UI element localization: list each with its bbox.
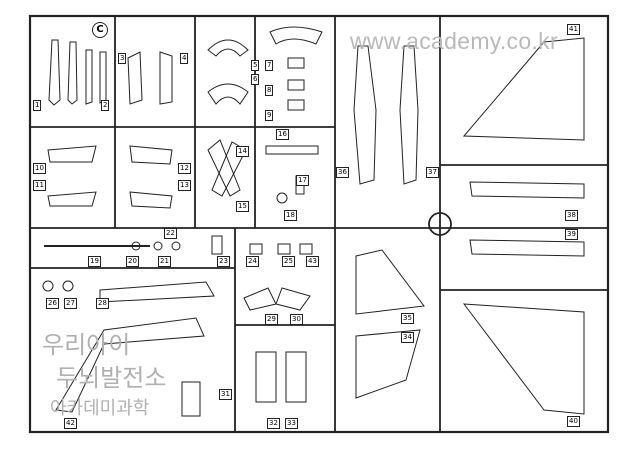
part-28 — [99, 281, 215, 303]
part-number-label: 9 — [265, 110, 274, 121]
part-number-label: 12 — [178, 163, 191, 174]
part-12 — [129, 145, 173, 165]
part-number-label: 33 — [285, 418, 298, 429]
part-31 — [181, 381, 201, 417]
part-42 — [55, 317, 205, 413]
part-number-label: 37 — [426, 167, 439, 178]
part-number-label: 8 — [265, 85, 274, 96]
sheet-letter: C — [92, 22, 108, 38]
part-number-label: 25 — [282, 256, 295, 267]
part-30 — [275, 287, 311, 311]
part-40 — [462, 303, 585, 415]
part-14 — [207, 139, 241, 197]
part-39 — [469, 239, 585, 257]
part-number-label: 40 — [567, 416, 580, 427]
part-34 — [355, 329, 421, 399]
part-number-label: 11 — [33, 180, 46, 191]
part-25 — [277, 243, 291, 255]
part-21 — [153, 241, 163, 251]
part-number-label: 2 — [101, 100, 110, 111]
watermark-korean: 아카데미과학 — [50, 398, 150, 419]
part-number-label: 10 — [33, 163, 46, 174]
part-number-label: 20 — [126, 256, 139, 267]
part-number-label: 39 — [565, 229, 578, 240]
part-38 — [469, 181, 585, 199]
part-11 — [47, 191, 97, 207]
part-16 — [265, 145, 319, 155]
part-number-label: 26 — [46, 298, 59, 309]
part-number-label: 13 — [178, 180, 191, 191]
part-5 — [207, 39, 249, 57]
part-number-label: 35 — [401, 313, 414, 324]
part-1 — [48, 39, 61, 106]
part-24 — [249, 243, 263, 255]
part-number-label: 38 — [565, 210, 578, 221]
part-number-label: 15 — [236, 201, 249, 212]
part-number-label: 30 — [290, 314, 303, 325]
part-23 — [211, 235, 223, 255]
part-number-label: 29 — [265, 314, 278, 325]
part-32 — [255, 351, 277, 403]
part-number-label: 28 — [96, 298, 109, 309]
part-number-label: 18 — [284, 210, 297, 221]
part-29 — [243, 287, 277, 311]
part-15 — [211, 141, 247, 197]
part-number-label: 24 — [246, 256, 259, 267]
part-35 — [355, 249, 425, 315]
part-22 — [171, 241, 181, 251]
part-number-label: 43 — [306, 256, 319, 267]
part-number-label: 7 — [265, 60, 274, 71]
part-number-label: 22 — [164, 228, 177, 239]
part-number-label: 1 — [33, 100, 42, 111]
part-number-label: 23 — [217, 256, 230, 267]
part-number-label: 34 — [401, 332, 414, 343]
part-20 — [131, 241, 141, 251]
part-13 — [129, 191, 173, 209]
part-33 — [285, 351, 307, 403]
part-number-label: 19 — [88, 256, 101, 267]
part-7 — [287, 57, 305, 69]
part-6 — [207, 83, 249, 105]
part-36 — [353, 45, 377, 185]
part-number-label: 42 — [64, 418, 77, 429]
part-27 — [62, 280, 74, 292]
part-number-label: 16 — [276, 129, 289, 140]
part-41 — [462, 37, 585, 141]
part-1 — [67, 41, 78, 105]
part-8 — [287, 79, 305, 91]
watermark-korean: 우리아이 — [42, 331, 131, 359]
part-37 — [399, 45, 419, 185]
part-26 — [42, 280, 54, 292]
part-number-label: 5 — [251, 60, 260, 71]
part-number-label: 41 — [567, 24, 580, 35]
part-number-label: 27 — [64, 298, 77, 309]
sprue-frame — [28, 14, 610, 434]
watermark-url: www.academy.co.kr — [350, 28, 558, 54]
part-4 — [159, 51, 173, 105]
part-number-label: 4 — [180, 53, 189, 64]
part-number-label: 6 — [251, 74, 260, 85]
sprue-ring — [428, 212, 452, 236]
part-number-label: 14 — [236, 146, 249, 157]
part-number-label: 32 — [267, 418, 280, 429]
part-number-label: 17 — [296, 175, 309, 186]
part-9 — [287, 99, 305, 111]
part-number-label: 36 — [336, 167, 349, 178]
part-18 — [276, 192, 288, 204]
part-43 — [299, 243, 313, 255]
part-3 — [127, 51, 143, 105]
part-number-label: 31 — [219, 389, 232, 400]
part-number-label: 3 — [118, 53, 127, 64]
part-number-label: 21 — [158, 256, 171, 267]
part-panel — [269, 26, 323, 45]
part-2 — [99, 51, 107, 104]
part-2 — [85, 49, 93, 105]
watermark-korean: 두뇌발전소 — [56, 364, 167, 392]
part-10 — [47, 145, 97, 163]
